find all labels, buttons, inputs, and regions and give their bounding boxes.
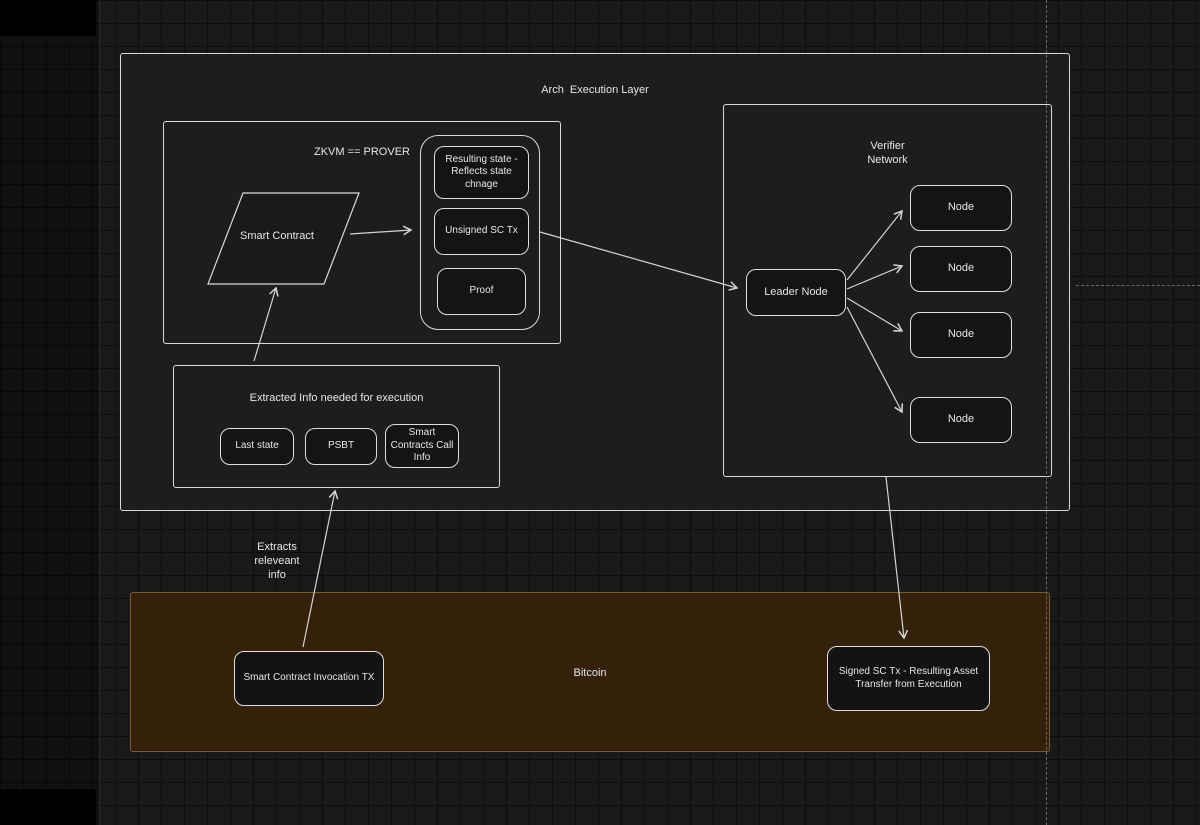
invocation-tx-box[interactable]: Smart Contract Invocation TX [234, 651, 384, 706]
dashed-vertical-guide [1046, 0, 1047, 825]
sc-call-info-box[interactable]: Smart Contracts Call Info [385, 424, 459, 468]
sc-call-info-label: Smart Contracts Call Info [390, 427, 454, 464]
extracts-note[interactable]: Extracts releveant info [254, 541, 300, 581]
unsigned-sc-tx-box[interactable]: Unsigned SC Tx [434, 208, 529, 255]
zkvm-prover-title: ZKVM == PROVER [314, 146, 410, 158]
unsigned-sc-tx-label: Unsigned SC Tx [445, 225, 518, 237]
node-box-1[interactable]: Node [910, 185, 1012, 231]
dashed-horizontal-guide [1076, 285, 1200, 286]
smart-contract-shape-svg [207, 192, 360, 285]
resulting-state-box[interactable]: Resulting state - Reflects state chnage [434, 146, 529, 199]
proof-box[interactable]: Proof [437, 268, 526, 315]
zkvm-outputs-container[interactable]: Resulting state - Reflects state chnage … [420, 135, 540, 330]
extracted-info-title: Extracted Info needed for execution [249, 392, 424, 404]
left-panel-shade [0, 0, 100, 825]
arch-execution-layer-frame[interactable]: Arch Execution Layer ZKVM == PROVER Smar… [120, 53, 1070, 511]
node-label-1: Node [947, 201, 975, 214]
psbt-label: PSBT [327, 440, 355, 452]
leader-node-label: Leader Node [764, 285, 828, 298]
bitcoin-layer-frame[interactable]: Bitcoin Smart Contract Invocation TX Sig… [130, 592, 1050, 752]
top-left-corner-block [0, 0, 96, 36]
last-state-label: Last state [235, 440, 279, 452]
smart-contract-parallelogram[interactable] [207, 192, 360, 285]
proof-label: Proof [469, 285, 494, 297]
verifier-network-title: Verifier Network [867, 140, 908, 166]
invocation-tx-label: Smart Contract Invocation TX [243, 672, 375, 684]
signed-tx-box[interactable]: Signed SC Tx - Resulting Asset Transfer … [827, 646, 990, 711]
verifier-network-frame[interactable]: Verifier Network Leader Node Node Node N… [723, 104, 1052, 477]
smart-contract-label: Smart Contract [240, 230, 314, 242]
bottom-left-corner-block [0, 789, 96, 825]
node-label-3: Node [947, 328, 975, 341]
node-box-3[interactable]: Node [910, 312, 1012, 358]
node-label-4: Node [947, 413, 975, 426]
leader-node-box[interactable]: Leader Node [746, 269, 846, 316]
last-state-box[interactable]: Last state [220, 428, 294, 465]
extracted-info-frame[interactable]: Extracted Info needed for execution Last… [173, 365, 500, 488]
node-box-4[interactable]: Node [910, 397, 1012, 443]
node-label-2: Node [947, 262, 975, 275]
arch-execution-layer-title: Arch Execution Layer [541, 84, 649, 96]
psbt-box[interactable]: PSBT [305, 428, 377, 465]
zkvm-prover-frame[interactable]: ZKVM == PROVER Smart Contract Resulting … [163, 121, 561, 344]
node-box-2[interactable]: Node [910, 246, 1012, 292]
bitcoin-title: Bitcoin [573, 667, 607, 679]
signed-tx-label: Signed SC Tx - Resulting Asset Transfer … [838, 666, 979, 690]
resulting-state-label: Resulting state - Reflects state chnage [445, 153, 518, 190]
